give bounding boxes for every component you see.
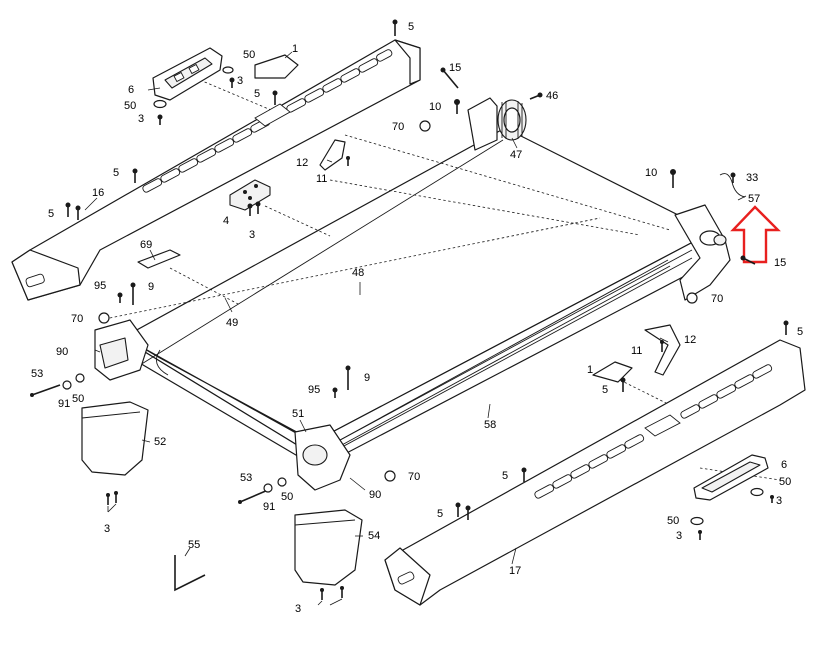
part-57-wire <box>719 173 746 198</box>
callout-70: 70 <box>392 121 404 133</box>
callout-49: 49 <box>226 317 238 329</box>
part-55-hex-key <box>174 555 206 592</box>
callout-16: 16 <box>92 187 104 199</box>
callout-50: 50 <box>779 476 791 488</box>
callout-3: 3 <box>104 523 110 535</box>
callout-50: 50 <box>243 49 255 61</box>
part-4-bracket <box>229 179 271 211</box>
callout-1: 1 <box>292 43 298 55</box>
callout-9: 9 <box>364 372 370 384</box>
callout-47: 47 <box>510 149 522 161</box>
callout-50: 50 <box>667 515 679 527</box>
callout-3: 3 <box>776 495 782 507</box>
callout-6: 6 <box>781 459 787 471</box>
callout-70: 70 <box>711 293 723 305</box>
callout-10: 10 <box>429 101 441 113</box>
callout-51: 51 <box>292 408 304 420</box>
callout-52: 52 <box>154 436 166 448</box>
highlight-arrow <box>730 205 781 264</box>
callout-69: 69 <box>140 239 152 251</box>
drive-roller-pulley <box>467 97 527 151</box>
callout-3: 3 <box>138 113 144 125</box>
front-right-bracket <box>674 204 731 301</box>
part-90-left <box>94 319 149 381</box>
callout-12: 12 <box>296 157 308 169</box>
callout-5: 5 <box>602 384 608 396</box>
callout-15: 15 <box>774 257 786 269</box>
callout-3: 3 <box>249 229 255 241</box>
callout-95: 95 <box>308 384 320 396</box>
callout-33: 33 <box>746 172 758 184</box>
callout-90: 90 <box>56 346 68 358</box>
callout-5: 5 <box>437 508 443 520</box>
callout-12: 12 <box>684 334 696 346</box>
callout-1: 1 <box>587 364 593 376</box>
part-90-right <box>294 424 351 491</box>
callout-46: 46 <box>546 90 558 102</box>
callout-70: 70 <box>71 313 83 325</box>
callout-3: 3 <box>237 75 243 87</box>
washers-nuts <box>62 66 764 526</box>
callout-70: 70 <box>408 471 420 483</box>
part-6-left <box>152 47 223 101</box>
callout-91: 91 <box>58 398 70 410</box>
callout-50: 50 <box>281 491 293 503</box>
callout-4: 4 <box>223 215 229 227</box>
left-rail-slots <box>142 49 393 193</box>
callout-50: 50 <box>124 100 136 112</box>
left-side-rail <box>11 39 421 301</box>
callout-10: 10 <box>645 167 657 179</box>
callout-3: 3 <box>295 603 301 615</box>
callout-48: 48 <box>352 267 364 279</box>
callout-6: 6 <box>128 84 134 96</box>
callout-labels: 1 1 3 3 3 3 3 3 3 4 5 5 5 5 5 5 5 5 6 6 … <box>31 21 803 615</box>
leader-lines <box>84 51 747 606</box>
part-12-brackets <box>319 139 681 376</box>
callout-17: 17 <box>509 565 521 577</box>
part-69-label <box>137 249 181 269</box>
callout-5: 5 <box>48 208 54 220</box>
callout-57: 57 <box>748 193 760 205</box>
callout-54: 54 <box>368 530 380 542</box>
part-52-foot <box>81 401 149 476</box>
callout-11: 11 <box>631 345 642 357</box>
callout-58: 58 <box>484 419 496 431</box>
part-54-foot <box>294 509 363 586</box>
right-rail-slots <box>534 364 773 499</box>
part-1-pads <box>254 54 633 383</box>
callout-15: 15 <box>449 62 461 74</box>
callout-9: 9 <box>148 281 154 293</box>
callout-3: 3 <box>676 530 682 542</box>
fasteners <box>30 19 789 600</box>
callout-5: 5 <box>502 470 508 482</box>
callout-50: 50 <box>72 393 84 405</box>
callout-53: 53 <box>31 368 43 380</box>
callout-91: 91 <box>263 501 275 513</box>
callout-11: 11 <box>316 173 327 185</box>
callout-95: 95 <box>94 280 106 292</box>
part-6-right <box>693 454 769 501</box>
callout-55: 55 <box>188 539 200 551</box>
callout-5: 5 <box>254 88 260 100</box>
callout-53: 53 <box>240 472 252 484</box>
callout-90: 90 <box>369 489 381 501</box>
callout-5: 5 <box>797 326 803 338</box>
callout-5: 5 <box>408 21 414 33</box>
callout-5: 5 <box>113 167 119 179</box>
